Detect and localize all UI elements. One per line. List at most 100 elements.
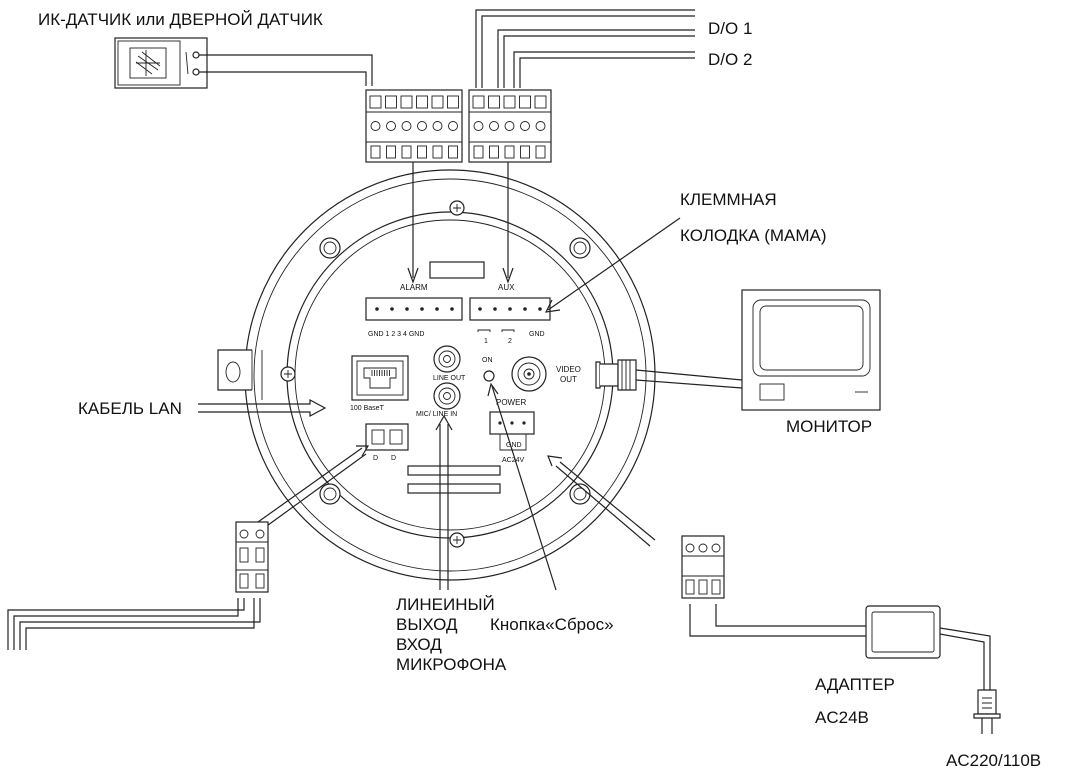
connector-pin: [420, 307, 424, 311]
mount-hole: [319, 483, 341, 505]
line-out-jack: [433, 345, 461, 373]
connector-pin: [405, 307, 409, 311]
mount-hole-inner: [573, 487, 587, 501]
camera-base: [217, 169, 656, 581]
terminal-slot: [534, 95, 547, 109]
ac24v-label: AC24V: [502, 457, 525, 464]
connector-pin: [375, 307, 379, 311]
adapter-label-1: АДАПТЕР: [815, 675, 895, 694]
screw-cross: [453, 536, 461, 544]
alarm-pin-labels: GND 1 2 3 4 GND: [368, 331, 424, 338]
mount-hole: [569, 483, 591, 505]
terminal-slot: [503, 95, 516, 109]
power-gnd-label: GND: [506, 442, 522, 449]
video-out-label-2: OUT: [560, 375, 577, 384]
terminal-pin: [370, 145, 381, 159]
do1-label: D/O 1: [708, 19, 752, 38]
reset-button-icon: [483, 370, 495, 382]
rj45-port: [351, 355, 409, 401]
terminal-slot: [488, 95, 500, 109]
video-out-bnc: [511, 356, 547, 392]
line-out-label: LINE OUT: [433, 375, 466, 382]
terminal-pin: [504, 145, 515, 159]
alarm-label: ALARM: [400, 283, 428, 292]
terminal-screw: [489, 121, 499, 131]
aux-pin-gnd: GND: [529, 331, 545, 338]
terminal-slot: [369, 95, 382, 109]
reset-label: Кнопка«Сброс»: [490, 615, 614, 634]
do2-label: D/O 2: [708, 50, 752, 69]
line-label-3: ВХОД: [396, 635, 442, 654]
mount-hole-inner: [573, 241, 587, 255]
terminal-pin: [386, 145, 396, 159]
on-label: ON: [482, 357, 493, 364]
adapter-label-2: AC24B: [815, 708, 869, 727]
sensor-label: ИК-ДАТЧИК или ДВЕРНОЙ ДАТЧИК: [38, 10, 323, 29]
terminal-screw: [535, 121, 546, 131]
lan-cable-label: КАБЕЛЬ LAN: [78, 399, 182, 418]
terminal-pin: [535, 145, 546, 159]
power-adapter: [689, 604, 1001, 734]
terminal-screw: [432, 121, 443, 131]
terminal-screw: [401, 121, 412, 131]
terminal-pin: [432, 145, 443, 159]
aux-pin-2: 2: [508, 338, 512, 345]
terminal-slot: [472, 95, 485, 109]
terminal-slot: [385, 95, 397, 109]
line-label-1: ЛИНЕИНЫЙ: [396, 595, 495, 614]
aux-label: AUX: [498, 283, 515, 292]
screw-cross: [284, 370, 292, 378]
rs485-terminal-block: [7, 521, 269, 650]
connector-pin: [538, 307, 542, 311]
line-label-2: ВЫХОД: [396, 615, 458, 634]
connector-pin: [508, 307, 512, 311]
power-label: POWER: [496, 398, 526, 407]
terminal-slot: [447, 95, 459, 109]
terminal-pin: [401, 145, 412, 159]
sensor-device: [114, 37, 373, 89]
rs485-d1: D: [373, 455, 378, 462]
connector-pin: [435, 307, 439, 311]
connector-pin: [523, 307, 527, 311]
vent-slot: [407, 483, 501, 494]
aux-terminal-block: [468, 89, 552, 163]
aux-pin-1: 1: [484, 338, 488, 345]
alarm-terminal-block: [365, 89, 463, 163]
mount-hole-inner: [323, 241, 337, 255]
do-wires: [475, 9, 695, 88]
aux-connector: [469, 297, 551, 321]
mount-hole: [319, 237, 341, 259]
terminal-slot: [519, 95, 531, 109]
mount-hole: [569, 237, 591, 259]
connector-pin: [478, 307, 482, 311]
mic-line-in-jack: [433, 382, 461, 410]
connector-pin: [450, 307, 454, 311]
terminal-pin: [473, 145, 484, 159]
video-out-label-1: VIDEO: [556, 365, 581, 374]
terminal-screw: [370, 121, 381, 131]
port-100-basetx: 100 BaseT: [350, 405, 385, 412]
terminal-screw: [520, 121, 530, 131]
terminal-pin: [417, 145, 427, 159]
terminal-screw: [504, 121, 515, 131]
terminal-screw: [448, 121, 458, 131]
monitor-device: [595, 289, 881, 411]
mount-hole-inner: [323, 487, 337, 501]
power-connector: [489, 411, 535, 435]
terminal-pin: [489, 145, 499, 159]
terminal-slot: [431, 95, 444, 109]
label-plate: [429, 261, 485, 279]
monitor-label: МОНИТОР: [786, 417, 872, 436]
terminal-pin: [448, 145, 458, 159]
arrows: [198, 162, 681, 591]
terminal-screw: [386, 121, 396, 131]
connector-pin: [493, 307, 497, 311]
terminal-screw: [417, 121, 427, 131]
terminal-screw: [473, 121, 484, 131]
vent-slot: [407, 465, 501, 476]
power-terminal-block: [681, 535, 725, 599]
terminal-slot: [400, 95, 413, 109]
mains-label: AC220/110B: [946, 751, 1041, 770]
terminal-label-1: КЛЕММНАЯ: [680, 190, 777, 209]
terminal-label-2: КОЛОДКА (МАМА): [680, 226, 827, 245]
